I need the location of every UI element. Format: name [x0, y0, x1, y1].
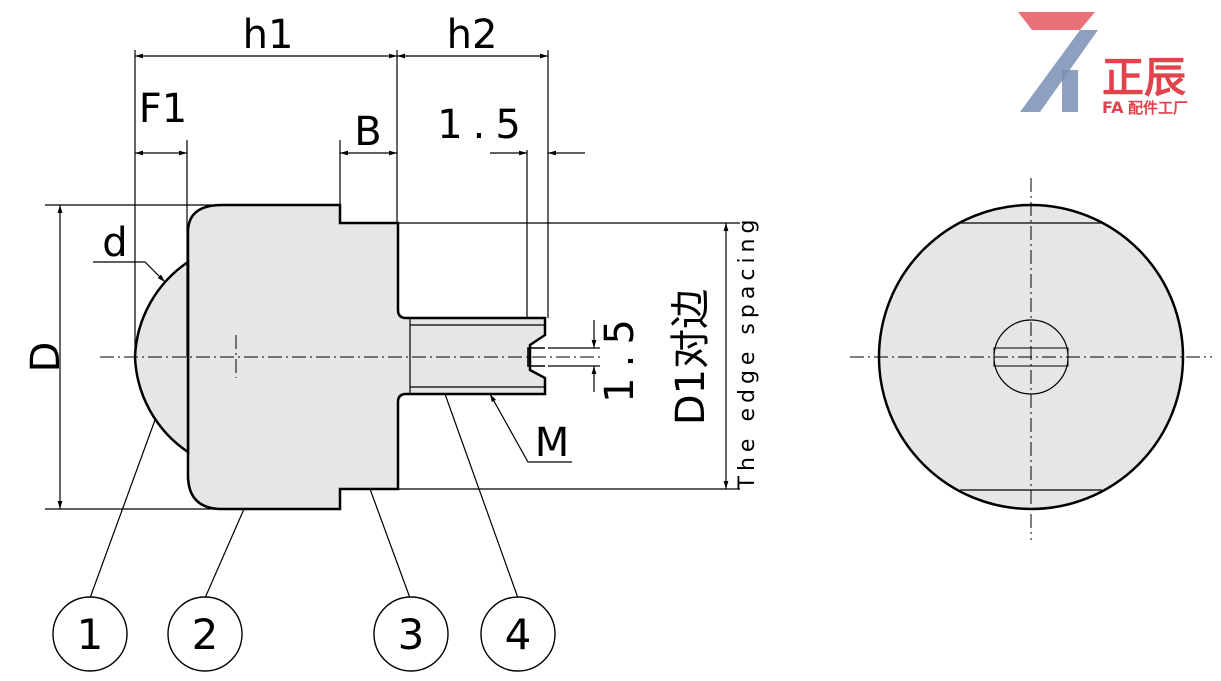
svg-text:3: 3	[398, 610, 425, 659]
label-slot: 1.5	[597, 309, 643, 403]
leader-4	[444, 393, 519, 599]
callout-2: 2	[167, 596, 243, 672]
svg-text:2: 2	[192, 610, 219, 659]
label-edge-spacing: The edge spacing	[735, 215, 760, 491]
label-h1: h1	[243, 12, 294, 58]
logo-mark-top	[1018, 12, 1095, 30]
label-D: D	[23, 342, 69, 373]
leader-M	[489, 393, 572, 463]
label-B: B	[354, 109, 381, 155]
svg-text:1: 1	[77, 610, 104, 659]
logo-brand: 正辰	[1102, 53, 1186, 102]
label-h2: h2	[447, 12, 498, 58]
side-view: h1 h2 F1 B 1.5 d D M 1.5 D1对边 The edge s…	[23, 12, 760, 672]
leader-d	[93, 261, 166, 283]
logo-mark-bar	[1062, 70, 1078, 112]
label-d: d	[102, 220, 127, 266]
label-F1: F1	[139, 86, 187, 132]
label-D1: D1对边	[668, 289, 714, 425]
callout-4: 4	[480, 596, 556, 672]
leader-1	[89, 419, 156, 599]
callout-3: 3	[373, 596, 449, 672]
logo-subtitle: 配件工厂	[1128, 99, 1188, 117]
label-M: M	[535, 420, 570, 466]
end-view	[850, 178, 1212, 540]
logo-mark-diag	[1020, 30, 1098, 112]
svg-text:4: 4	[505, 610, 532, 659]
brand-logo: 正辰 FA 配件工厂	[1018, 12, 1188, 117]
logo-mark-text: FA	[1102, 98, 1124, 117]
label-pitch: 1.5	[437, 102, 531, 148]
callout-1: 1	[52, 596, 128, 672]
leader-3	[369, 488, 411, 599]
leader-2	[204, 508, 245, 599]
